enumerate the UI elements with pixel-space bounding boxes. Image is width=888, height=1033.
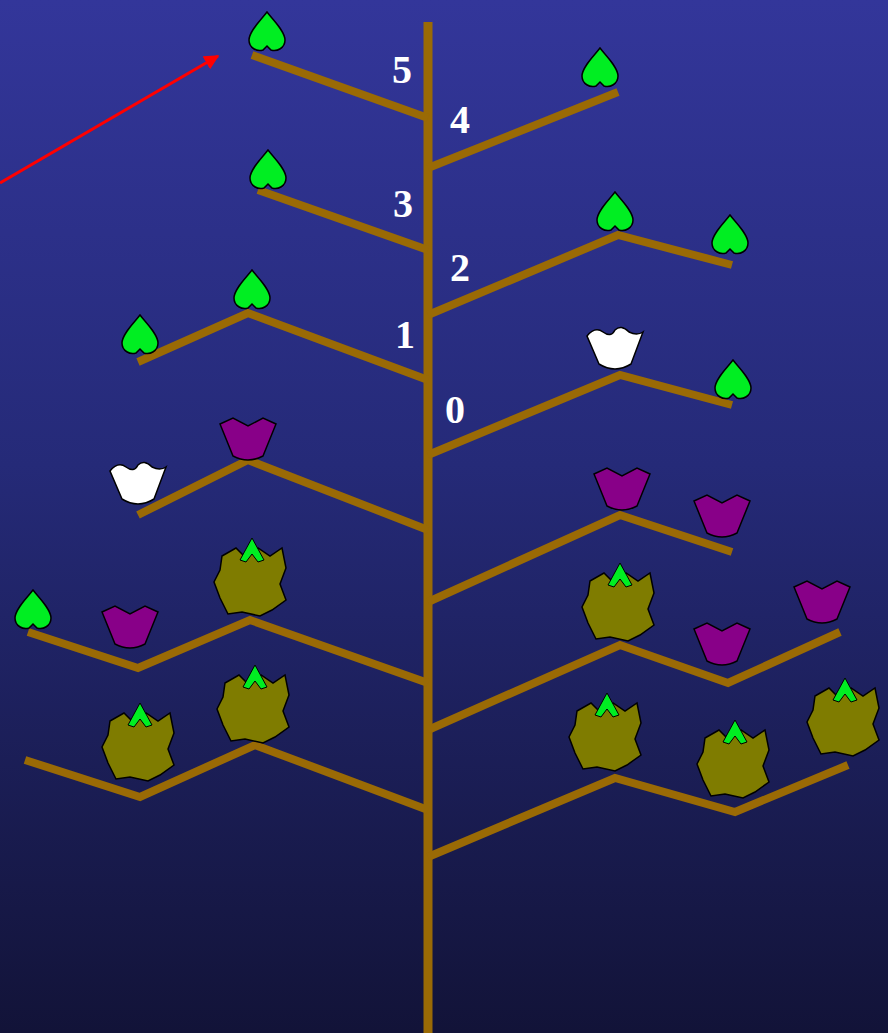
square-bud — [234, 270, 270, 309]
square-bud — [250, 150, 286, 189]
fruiting-branch — [28, 620, 428, 683]
pink-flower — [102, 606, 158, 648]
node-number: 2 — [450, 248, 470, 288]
node-number: 5 — [392, 50, 412, 90]
node-number: 4 — [450, 100, 470, 140]
boll-bract — [128, 703, 152, 727]
boll — [102, 713, 174, 781]
square-bud — [249, 12, 285, 51]
boll — [697, 730, 769, 798]
pink-flower — [594, 468, 650, 510]
node-number: 1 — [395, 315, 415, 355]
pink-flower — [694, 495, 750, 537]
boll-bract — [608, 563, 632, 587]
square-bud — [597, 192, 633, 231]
fruiting-branch — [428, 515, 732, 602]
square-bud — [15, 590, 51, 629]
white-flower — [587, 327, 643, 369]
boll-bract — [240, 538, 264, 562]
square-bud — [715, 360, 751, 399]
fruiting-branch — [428, 375, 732, 455]
boll-bract — [243, 665, 267, 689]
boll — [582, 573, 654, 641]
boll — [214, 548, 286, 616]
boll-bract — [833, 678, 857, 702]
node-number: 3 — [393, 184, 413, 224]
boll — [807, 688, 879, 756]
boll — [217, 675, 289, 743]
node-number: 0 — [445, 390, 465, 430]
pointer-arrow — [0, 56, 218, 183]
boll-bract — [723, 720, 747, 744]
fruiting-branch — [428, 235, 732, 315]
boll — [569, 703, 641, 771]
fruiting-branch — [138, 313, 428, 380]
fruiting-branch — [138, 460, 428, 530]
fruiting-branch — [428, 765, 848, 857]
square-bud — [122, 315, 158, 354]
fruiting-branch — [428, 92, 618, 168]
fruiting-branch — [25, 745, 428, 810]
boll-bract — [595, 693, 619, 717]
pink-flower — [794, 581, 850, 623]
white-flower — [110, 462, 166, 504]
square-bud — [582, 48, 618, 87]
square-bud — [712, 215, 748, 254]
pink-flower — [220, 418, 276, 460]
pink-flower — [694, 623, 750, 665]
